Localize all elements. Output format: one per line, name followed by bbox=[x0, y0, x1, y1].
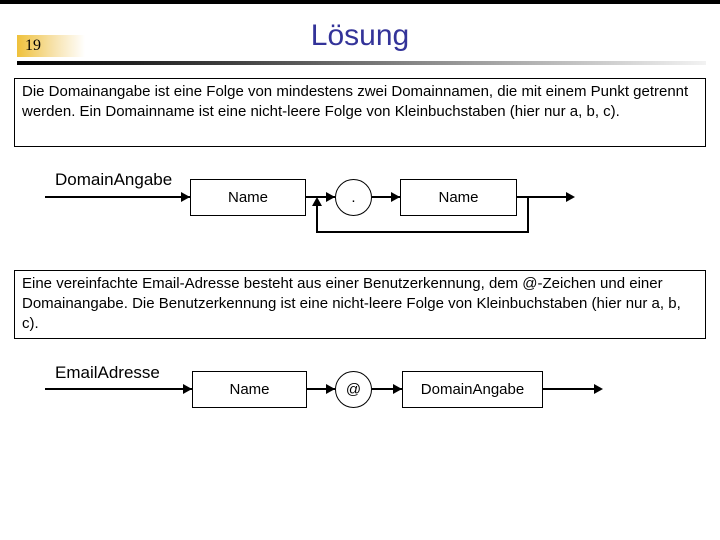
arrowhead-right-icon bbox=[326, 192, 335, 202]
node-name-email: Name bbox=[192, 371, 307, 408]
flow-line bbox=[372, 196, 400, 198]
node-at-terminal: @ bbox=[335, 371, 372, 408]
flow-line bbox=[307, 388, 335, 390]
flow-line bbox=[45, 196, 190, 198]
arrowhead-right-icon bbox=[326, 384, 335, 394]
top-border-bar bbox=[0, 0, 720, 4]
arrowhead-right-icon bbox=[594, 384, 603, 394]
flow-line bbox=[517, 196, 568, 198]
arrowhead-right-icon bbox=[181, 192, 190, 202]
domain-definition-textbox: Die Domainangabe ist eine Folge von mind… bbox=[14, 78, 706, 147]
email-definition-textbox: Eine vereinfachte Email-Adresse besteht … bbox=[14, 270, 706, 339]
arrowhead-right-icon bbox=[393, 384, 402, 394]
node-domainangabe: DomainAngabe bbox=[402, 371, 543, 408]
loop-line-vertical bbox=[316, 204, 318, 232]
slide-title: Lösung bbox=[310, 19, 410, 52]
node-name-1: Name bbox=[190, 179, 306, 216]
node-dot-terminal: . bbox=[335, 179, 372, 216]
flow-line bbox=[45, 388, 192, 390]
flow-line bbox=[543, 388, 597, 390]
arrowhead-right-icon bbox=[566, 192, 575, 202]
flow-line bbox=[372, 388, 402, 390]
diagram-domainangabe-label: DomainAngabe bbox=[55, 170, 173, 189]
arrowhead-right-icon bbox=[391, 192, 400, 202]
arrowhead-up-icon bbox=[312, 197, 322, 206]
arrowhead-right-icon bbox=[183, 384, 192, 394]
loop-line-vertical bbox=[527, 197, 529, 232]
loop-line-horizontal bbox=[316, 231, 529, 233]
node-name-2: Name bbox=[400, 179, 517, 216]
title-divider bbox=[17, 61, 706, 65]
slide-number: 19 bbox=[17, 35, 85, 57]
diagram-emailadresse-label: EmailAdresse bbox=[55, 363, 160, 382]
